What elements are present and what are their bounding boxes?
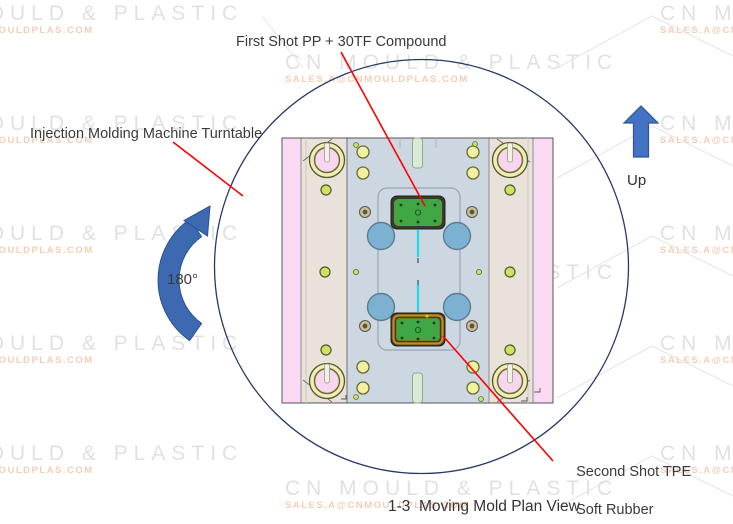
datum-marks xyxy=(341,388,541,402)
watermark-email-text: SALES.A@CNMOULDPLAS.COM xyxy=(285,74,469,85)
mold-plan-drawing xyxy=(281,137,554,404)
watermark-tile: CN MOULD & PLASTICSALES.A@CNMOULDPLAS.CO… xyxy=(0,3,243,36)
watermark-brand-text: CN MOULD & PLASTIC xyxy=(0,112,244,135)
watermark-brand-text: CN MOULD & PLASTIC xyxy=(660,222,733,245)
label-turntable: Injection Molding Machine Turntable xyxy=(30,126,263,142)
bottom-cylinder xyxy=(412,372,423,404)
watermark-tile: CN MOULD & PLASTICSALES.A@CNMOULDPLAS.CO… xyxy=(660,3,733,36)
label-up: Up xyxy=(627,172,647,189)
label-second-shot-line1: Second Shot TPE xyxy=(576,464,692,480)
watermark-tile: CN MOULD & PLASTICSALES.A@CNMOULDPLAS.CO… xyxy=(660,223,733,256)
watermark-email-text: SALES.A@CNMOULDPLAS.COM xyxy=(0,465,94,476)
watermark-brand-text: CN MOULD & PLASTIC xyxy=(0,2,244,25)
gate-dot xyxy=(425,314,429,318)
watermark-email-text: SALES.A@CNMOULDPLAS.COM xyxy=(0,25,94,36)
watermark-email-text: SALES.A@CNMOULDPLAS.COM xyxy=(0,355,94,366)
dowel-dots xyxy=(352,141,484,402)
leader-line-first-shot xyxy=(340,51,426,207)
label-first-shot: First Shot PP + 30TF Compound xyxy=(236,34,447,50)
watermark-brand-text: CN MOULD & PLASTIC xyxy=(660,112,733,135)
leader-line-second-shot xyxy=(442,335,554,462)
second-shot-part xyxy=(390,312,446,347)
turntable-circle xyxy=(213,58,630,475)
mold-right-clamp-strip xyxy=(532,137,554,404)
guide-bushing-rings xyxy=(308,141,529,400)
watermark-lattice-lines xyxy=(261,15,733,509)
side-plate-screws xyxy=(319,184,516,356)
rotate-180-arrow-icon xyxy=(157,205,211,342)
watermark-email-text: SALES.A@CNMOULDPLAS.COM xyxy=(0,135,94,146)
top-cylinder xyxy=(412,137,423,169)
watermark-brand-text: CN MOULD & PLASTIC xyxy=(0,442,244,465)
label-second-shot-line2: Soft Rubber xyxy=(576,502,654,518)
label-second-shot: Second Shot TPE Soft Rubber xyxy=(560,444,691,524)
watermark-brand-text: CN MOULD & PLASTIC xyxy=(660,332,733,355)
guide-bushing-ring xyxy=(308,141,346,179)
figure-caption: 1-3 Moving Mold Plan View xyxy=(388,498,580,515)
watermark-email-text: SALES.A@CNMOULDPLAS.COM xyxy=(285,500,469,511)
watermark-email-text: SALES.A@CNMOULDPLAS.COM xyxy=(660,355,733,366)
guide-bushing-ring xyxy=(491,362,529,400)
core-plate-screws xyxy=(356,145,480,395)
guide-circles xyxy=(366,221,472,322)
cavity-block-outline xyxy=(377,187,461,351)
watermark-brand-text: CN MOULD & PLASTIC xyxy=(285,51,619,74)
watermark-email-text: SALES.A@CNMOULDPLAS.COM xyxy=(0,245,94,256)
first-shot-part xyxy=(390,195,446,230)
label-rotation-angle: 180° xyxy=(167,271,199,288)
watermark-brand-text: CN MOULD & PLASTIC xyxy=(0,332,244,355)
watermark-email-text: SALES.A@CNMOULDPLAS.COM xyxy=(660,25,733,36)
watermark-email-text: SALES.A@CNMOULDPLAS.COM xyxy=(660,245,733,256)
guide-bushing-ring xyxy=(308,362,346,400)
watermark-tile: CN MOULD & PLASTICSALES.A@CNMOULDPLAS.CO… xyxy=(660,443,733,476)
watermark-tile: CN MOULD & PLASTICSALES.A@CNMOULDPLAS.CO… xyxy=(0,443,243,476)
watermark-tile: CN MOULD & PLASTICSALES.A@CNMOULDPLAS.CO… xyxy=(660,333,733,366)
watermark-tile: CN MOULD & PLASTICSALES.A@CNMOULDPLAS.CO… xyxy=(660,113,733,146)
watermark-brand-text: CN MOULD & PLASTIC xyxy=(660,442,733,465)
watermark-brand-text: CN MOULD & PLASTIC xyxy=(660,2,733,25)
watermark-email-text: SALES.A@CNMOULDPLAS.COM xyxy=(660,465,733,476)
watermark-tile: CN MOULD & PLASTICSALES.A@CNMOULDPLAS.CO… xyxy=(0,333,243,366)
watermark-brand-text: CN MOULD & PLASTIC xyxy=(285,477,619,500)
leader-line-turntable xyxy=(172,141,244,197)
guide-bushing-ring xyxy=(491,141,529,179)
leader-lines xyxy=(172,51,554,462)
mold-left-clamp-strip xyxy=(281,137,302,404)
locating-pins xyxy=(359,206,478,332)
up-arrow-icon xyxy=(622,105,660,158)
watermark-email-text: SALES.A@CNMOULDPLAS.COM xyxy=(660,135,733,146)
watermark-tile: CN MOULD & PLASTICSALES.A@CNMOULDPLAS.CO… xyxy=(0,113,243,146)
